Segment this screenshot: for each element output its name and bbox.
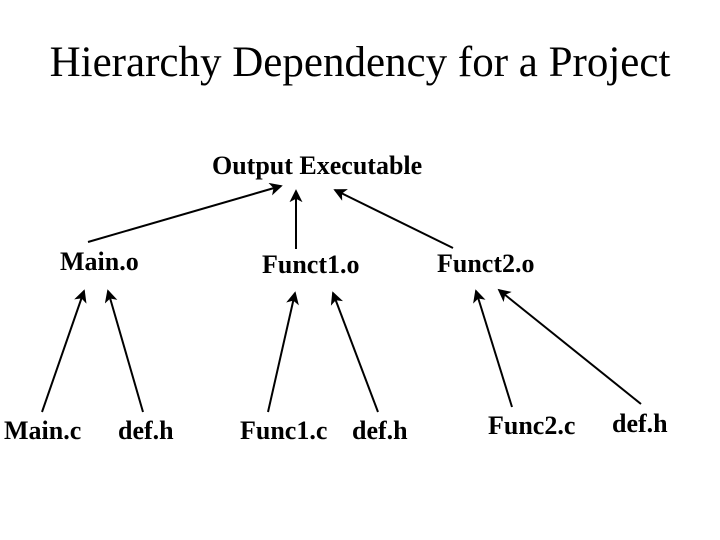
node-output-executable: Output Executable [212,151,423,180]
node-funct1-o: Funct1.o [262,250,360,279]
edge-def-h-to-funct2-o [497,288,642,405]
node-func1-c: Func1.c [240,416,328,445]
edge-def-h-to-funct1-o [330,291,379,413]
edge-funct2-o-to-output [333,189,454,249]
node-main-c: Main.c [4,416,82,445]
node-def-h-1: def.h [118,416,174,445]
edge-def-h-to-main-o [104,289,144,413]
node-def-h-2: def.h [352,416,408,445]
slide-title: Hierarchy Dependency for a Project [49,39,671,86]
edge-func2-c-to-funct2-o [473,289,513,408]
node-funct2-o: Funct2.o [437,249,535,278]
edge-func1-c-to-funct1-o [267,291,299,413]
edge-main-o-to-output [87,182,283,243]
edge-main-c-to-main-o [41,289,87,413]
node-main-o: Main.o [60,247,139,276]
node-def-h-3: def.h [612,409,668,438]
node-func2-c: Func2.c [488,411,576,440]
